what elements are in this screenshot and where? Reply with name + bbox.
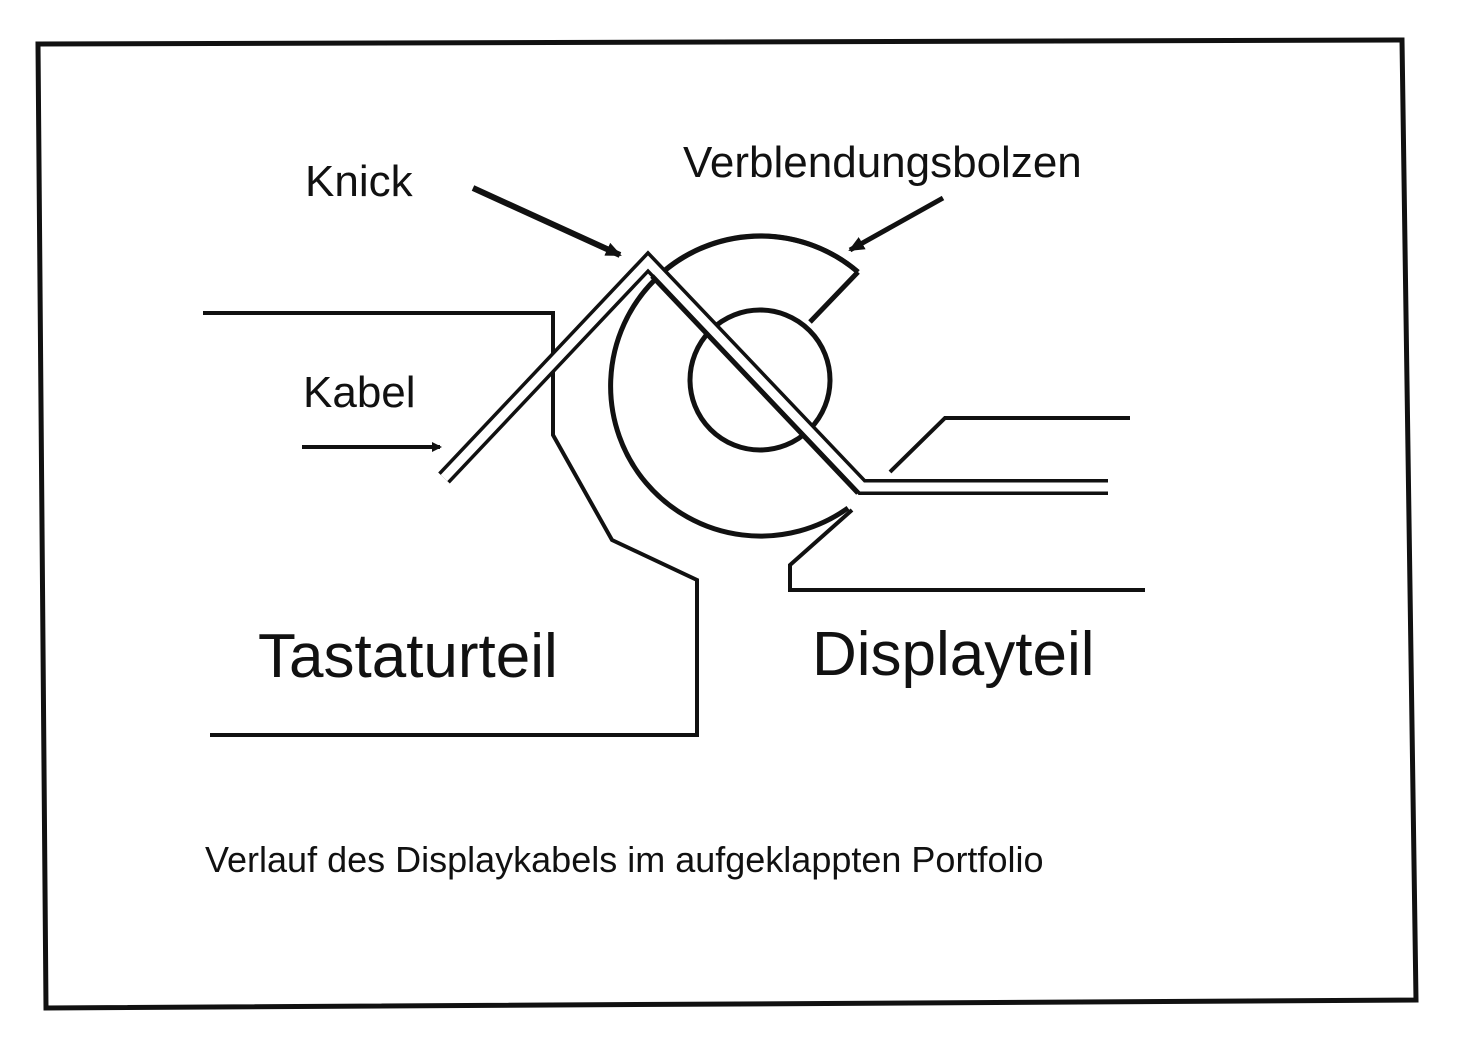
verblendungsbolzen-arrow [848, 195, 945, 253]
label-kabel: Kabel [303, 368, 416, 417]
display-part-outline-top [888, 416, 1130, 474]
hinge-bolt-cut-top-link [663, 233, 860, 274]
label-knick: Knick [305, 157, 414, 206]
label-tastaturteil: Tastaturteil [258, 622, 558, 691]
caption: Verlauf des Displaykabels im aufgeklappt… [205, 839, 1043, 880]
label-displayteil: Displayteil [812, 620, 1095, 689]
cable [438, 250, 1108, 495]
knick-arrow [471, 185, 622, 258]
label-verblendungsbolzen: Verblendungsbolzen [683, 138, 1082, 187]
display-part-outline-bottom [788, 508, 1145, 592]
hinge-bolt-cut-top [808, 270, 860, 324]
keyboard-part-outline [203, 311, 699, 737]
frame-border [35, 37, 1419, 1011]
